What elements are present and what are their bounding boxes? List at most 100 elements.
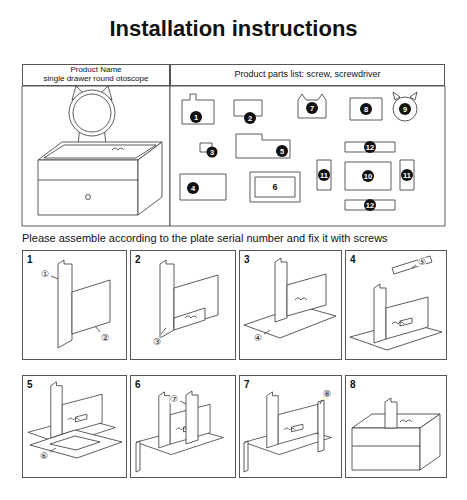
step-panel: 6: [130, 375, 236, 478]
part-number: 6: [272, 182, 277, 192]
step-drawing: [412, 265, 416, 268]
step-drawing: [186, 391, 198, 444]
step-panel: 1: [22, 250, 127, 360]
step-drawing: [51, 276, 58, 279]
part-number-badge: [399, 103, 411, 115]
part-number-badge: [190, 111, 202, 123]
parts-drawing: [350, 98, 382, 120]
part-number-badge: [401, 169, 413, 181]
part-number: 4: [191, 184, 195, 193]
step-drawing: [400, 420, 412, 422]
instruction-text: Please assemble according to the plate s…: [22, 232, 388, 244]
product-drawing: [86, 195, 91, 200]
part-number: 11: [403, 171, 411, 180]
parts-drawing: [182, 94, 214, 124]
step-drawing: [352, 446, 420, 447]
step-number: 7: [244, 379, 250, 390]
header-text: Product parts list: screw, screwdriver: [234, 70, 380, 80]
product-drawing: [138, 142, 162, 215]
step-drawing: [320, 400, 322, 404]
header-text: single drawer round otoscope: [44, 75, 149, 84]
parts-drawing: [255, 177, 295, 197]
step-number: 6: [135, 379, 141, 390]
part-number-badge: [276, 145, 288, 157]
step-number: 5: [27, 379, 33, 390]
step-drawing: [51, 260, 110, 348]
step-drawing: [287, 274, 326, 316]
step-drawing: [136, 391, 223, 472]
step-drawing: [350, 284, 442, 350]
parts-drawing: [180, 174, 226, 200]
step-drawing: [244, 441, 248, 472]
parts-drawing: [345, 162, 391, 190]
callout-number: ③: [153, 338, 161, 347]
product-drawing: [112, 148, 124, 150]
callout-number: ⑧: [323, 390, 331, 399]
callout-number: ⑤: [418, 258, 426, 267]
part-number: 9: [403, 105, 407, 114]
callout-number: ⑦: [170, 395, 178, 404]
table-grid: [22, 86, 170, 226]
product-drawing: [38, 86, 162, 215]
parts-drawing: [345, 142, 395, 152]
step-drawing: [420, 414, 440, 470]
part-number: 12: [366, 201, 374, 210]
parts-drawing: [400, 160, 414, 190]
callout-number: ④: [254, 334, 262, 343]
product-drawing: [69, 90, 115, 136]
step-number: 2: [135, 254, 141, 265]
part-number-badge: [362, 170, 374, 182]
part-number: 1: [194, 113, 198, 122]
step-drawing: [275, 258, 287, 322]
table-grid: [22, 86, 445, 226]
part-number-badge: [306, 102, 318, 114]
step-panel: 8: [345, 375, 447, 478]
header-text: Product Name: [70, 66, 121, 75]
step-drawing: [58, 260, 72, 348]
step-drawing: [352, 398, 440, 470]
step-drawing: [28, 382, 122, 458]
part-number-badge: [187, 182, 199, 194]
header-cell: Product Namesingle drawer round otoscope: [22, 64, 170, 86]
step-drawing: [180, 401, 186, 404]
parts-drawing: [393, 97, 417, 121]
step-drawing: [185, 316, 197, 318]
step-drawing: [350, 256, 442, 350]
parts-drawing: [298, 94, 326, 118]
step-drawing: [264, 330, 270, 334]
parts-drawing: [250, 172, 300, 202]
part-number: 11: [320, 171, 328, 180]
step-drawing: [160, 260, 174, 338]
part-number: 10: [364, 172, 372, 181]
step-number: 3: [244, 254, 250, 265]
callout-number: ②: [101, 334, 109, 343]
step-drawing: [136, 441, 140, 472]
step-drawing: [244, 258, 336, 338]
parts-drawing: [180, 92, 417, 210]
step-drawing: [160, 260, 218, 338]
step-drawing: [244, 392, 331, 455]
step-drawing: [295, 298, 307, 300]
header-cell: Product parts list: screw, screwdriver: [170, 64, 445, 86]
part-number-badge: [187, 102, 413, 211]
part-number: 3: [210, 148, 214, 157]
part-number-badge: [364, 199, 376, 211]
product-drawing: [38, 160, 138, 215]
step-drawing: [50, 436, 100, 450]
step-drawing: [392, 256, 432, 274]
step-number: 1: [27, 254, 33, 265]
part-number-badge: [207, 147, 218, 158]
step-number: 8: [350, 379, 356, 390]
product-drawing: [73, 94, 111, 132]
part-number-badge: [360, 103, 372, 115]
step-number: 4: [350, 254, 356, 265]
table-grid: [170, 86, 445, 226]
parts-drawing: [317, 160, 331, 190]
parts-drawing: [236, 134, 290, 158]
step-drawing: [72, 280, 110, 334]
step-drawing: [136, 392, 223, 455]
title: Installation instructions: [0, 16, 467, 42]
step-panel: 5: [22, 375, 127, 478]
step-drawing: [174, 308, 205, 330]
part-number: 7: [310, 104, 314, 113]
